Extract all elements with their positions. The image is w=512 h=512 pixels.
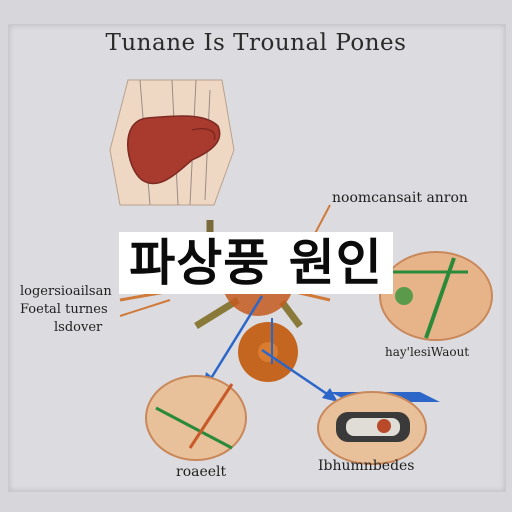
label-bottom-left: roaeelt	[176, 464, 227, 480]
label-bottom-right: Ibhumnbedes	[318, 458, 415, 474]
label-left-line3: lsdover	[54, 320, 103, 335]
label-left-line1: logersioailsan	[20, 284, 112, 299]
korean-caption: 파상풍 원인	[0, 223, 512, 295]
label-top-right: noomcansait anron	[332, 190, 468, 206]
korean-caption-text: 파상풍 원인	[119, 232, 393, 294]
liver-illustration	[109, 79, 235, 206]
label-left-line2: Foetal turnes	[20, 302, 108, 317]
bottom-left-tissue-sample	[145, 375, 247, 461]
right-tissue-sample	[379, 251, 493, 341]
bottom-right-tissue-sample	[317, 391, 427, 465]
diagram-title: Tunane Is Trounal Pones	[105, 30, 407, 56]
label-right-middle: hay'lesiWaout	[385, 345, 470, 359]
